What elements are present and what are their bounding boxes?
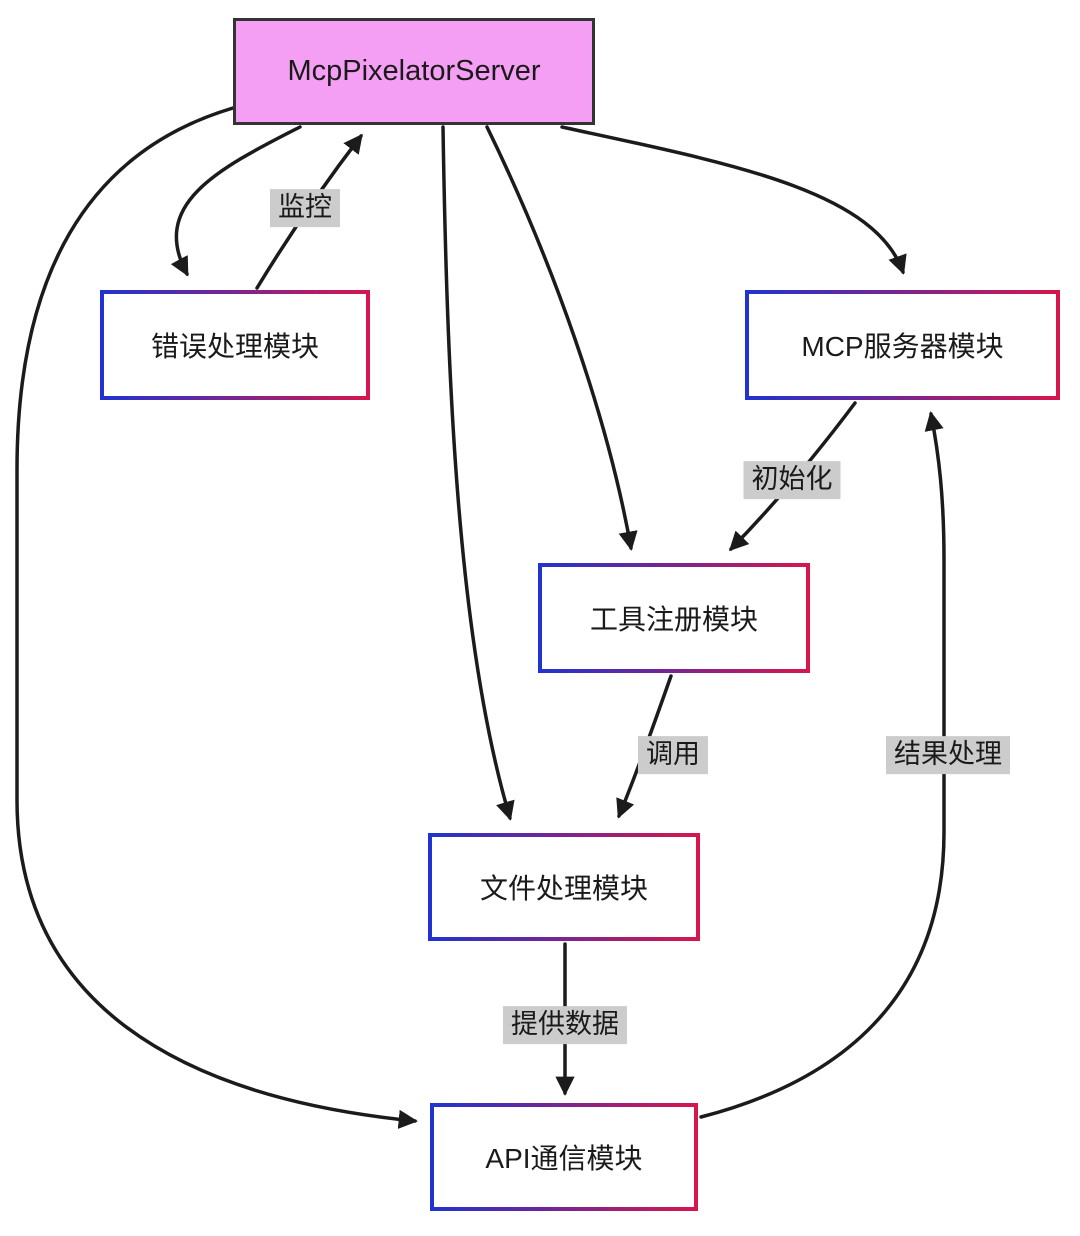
edge-label-call: 调用 <box>638 736 708 774</box>
node-mcppixelatorserver: McpPixelatorServer <box>233 18 595 125</box>
node-tool-register-module-label: 工具注册模块 <box>589 604 758 635</box>
edge-server-to-mcp <box>560 125 907 275</box>
edge-server-to-error <box>170 125 302 277</box>
node-mcp-server-module-label: MCP服务器模块 <box>801 331 1004 362</box>
node-file-process-module-label: 文件处理模块 <box>479 873 648 904</box>
edge-label-result-processing: 结果处理 <box>886 736 1010 774</box>
node-tool-register-module: 工具注册模块 <box>538 563 810 673</box>
node-api-comm-module-label: API通信模块 <box>485 1143 643 1174</box>
edge-server-to-tool <box>485 125 638 551</box>
edge-label-provide-data: 提供数据 <box>503 1006 627 1044</box>
edge-label-monitor: 监控 <box>270 189 340 227</box>
edge-api-to-mcp-result <box>699 411 946 1119</box>
node-mcp-server-module: MCP服务器模块 <box>745 290 1060 400</box>
edge-server-to-api <box>15 106 418 1129</box>
edge-server-to-file <box>441 125 515 821</box>
node-api-comm-module: API通信模块 <box>430 1103 698 1211</box>
node-error-module: 错误处理模块 <box>100 290 370 400</box>
node-mcppixelatorserver-label: McpPixelatorServer <box>287 55 541 87</box>
edge-label-initialize: 初始化 <box>743 461 841 499</box>
node-error-module-label: 错误处理模块 <box>150 331 319 362</box>
node-file-process-module: 文件处理模块 <box>428 833 700 941</box>
